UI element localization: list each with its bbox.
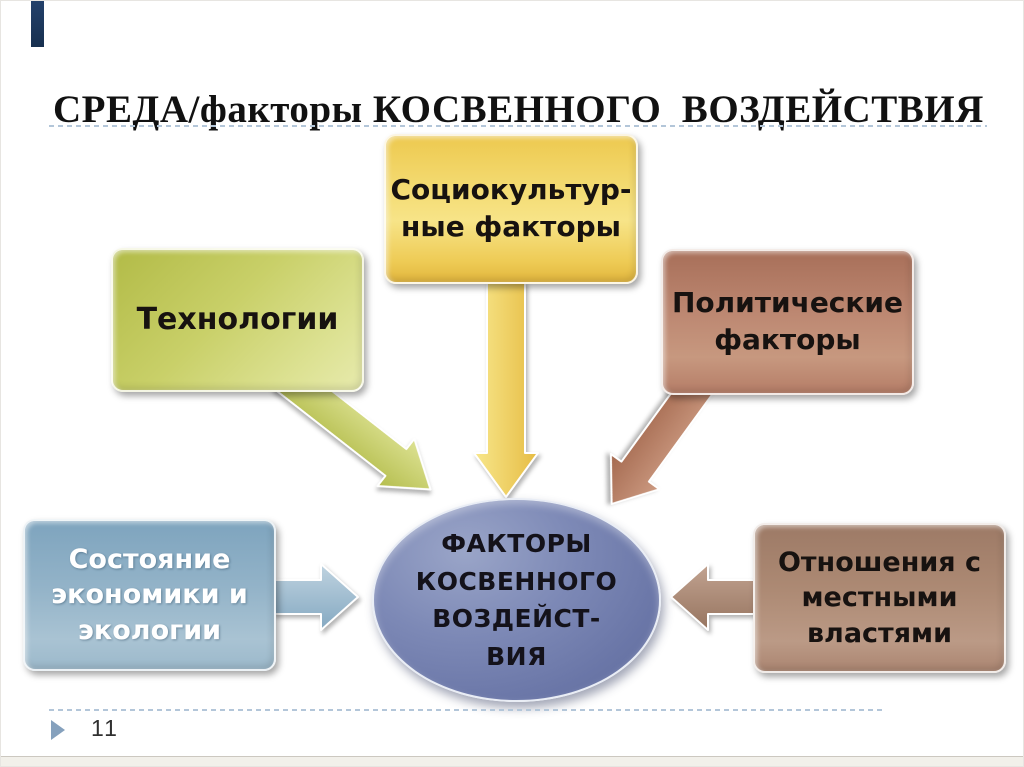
node-line: местными [801, 582, 958, 614]
page-number: 11 [91, 715, 119, 741]
page-marker-icon [51, 719, 65, 740]
node-technology: Технологии [111, 248, 364, 392]
center-line: КОСВЕННОГО [415, 566, 618, 596]
center-line: ВИЯ [486, 641, 547, 671]
node-economy-ecology: Состояние экономики и экологии [23, 519, 276, 671]
arrow-technology-diagonal [272, 360, 432, 491]
node-local-authorities: Отношения с местными властями [753, 523, 1006, 673]
center-line: ВОЗДЕЙСТ- [432, 604, 601, 633]
footer: 11 [51, 715, 119, 742]
arrow-local-left [670, 563, 756, 631]
node-line: Политические [671, 286, 904, 320]
accent-bar [31, 1, 44, 47]
center-ellipse-indirect-factors: ФАКТОРЫ КОСВЕННОГО ВОЗДЕЙСТ- ВИЯ [372, 498, 661, 702]
node-line: Технологии [136, 302, 339, 338]
footer-divider [49, 709, 882, 711]
node-line: властями [806, 617, 953, 649]
node-line: экологии [77, 614, 222, 646]
bottom-strip [1, 756, 1023, 766]
title-divider [49, 125, 987, 127]
slide-title: СРЕДА/факторы КОСВЕННОГО ВОЗДЕЙСТВИЯ [53, 88, 984, 132]
arrow-economy-right [273, 563, 359, 631]
center-line: ФАКТОРЫ [441, 529, 592, 558]
node-line: Состояние [68, 543, 231, 575]
node-line: Отношения с [777, 546, 982, 578]
node-political-factors: Политические факторы [661, 249, 914, 395]
node-line: факторы [714, 323, 861, 356]
node-line: ные факторы [401, 210, 621, 243]
node-line: Социокультур- [390, 173, 632, 207]
node-line: экономики и [51, 579, 248, 611]
arrow-sociocultural-down [473, 281, 539, 498]
node-sociocultural-factors: Социокультур- ные факторы [384, 134, 638, 284]
